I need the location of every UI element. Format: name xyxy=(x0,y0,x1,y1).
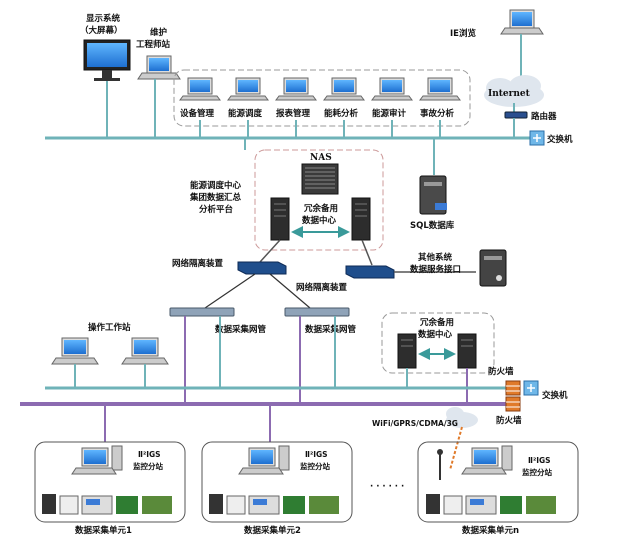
apps-group xyxy=(173,69,471,127)
apps-row: 设备管理 能源调度 报表管理 能耗分析 能源审计 事故分析 xyxy=(179,77,461,138)
platform-label-2: 集团数据汇总 xyxy=(189,192,242,203)
ie-browse-label: IE浏览 xyxy=(450,28,476,39)
substation-box-2 xyxy=(201,441,353,523)
substation-label-2b: 监控分站 xyxy=(300,461,330,471)
router-label: 路由器 xyxy=(531,111,557,122)
maintenance-station-sub-label: 工程师站 xyxy=(136,39,171,50)
server-icon xyxy=(351,197,371,241)
redundant-dc-label-1: 冗余备用 xyxy=(303,203,338,214)
isolation-label-2: 网络隔离装置 xyxy=(296,282,348,293)
platform-label-1: 能源调度中心 xyxy=(190,180,242,191)
unit-label-2: 数据采集单元2 xyxy=(244,525,301,536)
sql-db-label: SQL数据库 xyxy=(410,220,455,231)
nas-label: NAS xyxy=(310,153,332,163)
gateway-device-icon xyxy=(169,307,235,317)
isolation-device-icon xyxy=(237,261,287,275)
nas-storage-icon xyxy=(301,163,339,195)
app-workstation: 能源审计 xyxy=(371,77,413,138)
firewall-label-1: 防火墙 xyxy=(488,366,514,377)
field-device-icons xyxy=(42,494,172,515)
data-center-group xyxy=(254,149,384,251)
app-label: 设备管理 xyxy=(180,108,215,119)
isolation-device-icon xyxy=(345,265,395,279)
substation-label-nb: 监控分站 xyxy=(522,467,552,477)
internet-cloud-icon xyxy=(484,75,544,107)
redundant-dc2-label-2: 数据中心 xyxy=(418,329,453,340)
app-workstation: 事故分析 xyxy=(419,77,461,138)
workstation-icon xyxy=(71,445,123,475)
app-label: 能源调度 xyxy=(228,108,263,119)
other-system-label-2: 数据服务接口 xyxy=(410,264,461,275)
display-system-label: 显示系统 xyxy=(86,13,121,24)
router-icon xyxy=(504,111,528,119)
substation-label-na: Ⅱ²IGS xyxy=(528,456,551,465)
field-device-icons xyxy=(426,494,556,515)
ops-station-label: 操作工作站 xyxy=(88,322,131,333)
app-workstation: 能源调度 xyxy=(227,77,269,138)
substation-label-1a: Ⅱ²IGS xyxy=(138,450,161,459)
app-label: 报表管理 xyxy=(276,108,311,119)
workstation-icon xyxy=(461,445,513,475)
data-center-group-2 xyxy=(381,312,495,374)
firewall-icon xyxy=(505,396,521,412)
server-icon xyxy=(270,197,290,241)
unit-label-n: 数据采集单元n xyxy=(462,525,519,536)
switch-label-2: 交换机 xyxy=(542,390,568,401)
redundant-dc-label-2: 数据中心 xyxy=(302,215,337,226)
laptop-icon xyxy=(137,55,181,80)
substation-label-2a: Ⅱ²IGS xyxy=(305,450,328,459)
firewall-label-2: 防火墙 xyxy=(496,415,522,426)
gateway-label-1: 数据采集网管 xyxy=(215,324,267,335)
field-device-icons xyxy=(209,494,339,515)
gateway-label-2: 数据采集网管 xyxy=(305,324,357,335)
server-icon xyxy=(397,333,417,369)
substation-box-1 xyxy=(34,441,186,523)
ellipsis: · · · · · · xyxy=(370,482,404,492)
app-label: 事故分析 xyxy=(420,108,455,119)
workstation-icon xyxy=(238,445,290,475)
workstation-icon xyxy=(121,337,169,365)
substation-label-1b: 监控分站 xyxy=(133,461,163,471)
server-icon xyxy=(457,333,477,369)
switch-label: 交换机 xyxy=(547,134,573,145)
internet-label: Internet xyxy=(488,89,531,99)
substation-box-n xyxy=(417,441,579,523)
platform-label-3: 分析平台 xyxy=(199,204,234,215)
large-screen-monitor-icon xyxy=(83,39,131,81)
display-system-sub-label: （大屏幕） xyxy=(80,25,123,36)
switch-icon xyxy=(529,130,545,146)
app-workstation: 能耗分析 xyxy=(323,77,365,138)
isolation-label-1: 网络隔离装置 xyxy=(172,258,224,269)
wireless-label: WiFi/GPRS/CDMA/3G xyxy=(372,419,458,428)
app-label: 能耗分析 xyxy=(324,108,359,119)
app-workstation: 设备管理 xyxy=(179,77,221,138)
switch-icon xyxy=(523,380,539,396)
database-server-icon xyxy=(419,175,447,215)
other-system-label-1: 其他系统 xyxy=(418,252,453,263)
app-label: 能源审计 xyxy=(372,108,407,119)
unit-label-1: 数据采集单元1 xyxy=(75,525,132,536)
laptop-icon xyxy=(500,9,544,35)
gateway-device-icon xyxy=(284,307,350,317)
app-workstation: 报表管理 xyxy=(275,77,317,138)
redundant-dc2-label-1: 冗余备用 xyxy=(419,317,454,328)
wireless-cloud-icon xyxy=(446,407,478,428)
antenna-icon xyxy=(437,449,443,480)
firewall-icon xyxy=(505,380,521,396)
workstation-icon xyxy=(51,337,99,365)
server-icon xyxy=(479,249,507,287)
maintenance-station-label: 维护 xyxy=(150,27,168,38)
